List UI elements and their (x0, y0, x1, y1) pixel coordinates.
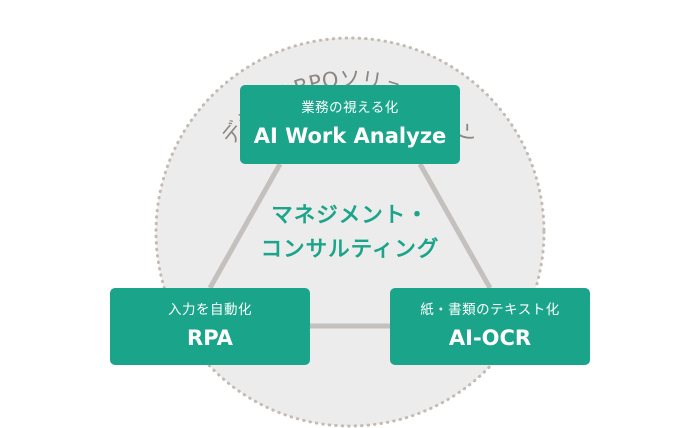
center-label-line-2: コンサルティング (260, 237, 440, 262)
connector-top-right (417, 162, 493, 290)
node-top-subtitle: 業務の視える化 (301, 100, 399, 117)
node-left-title: RPA (187, 325, 233, 350)
node-top-title: AI Work Analyze (253, 123, 447, 148)
node-ai-work-analyze: 業務の視える化 AI Work Analyze (240, 85, 460, 164)
connector-top-left (207, 162, 283, 290)
node-ai-ocr: 紙・書類のテキスト化 AI-OCR (390, 288, 590, 365)
node-right-subtitle: 紙・書類のテキスト化 (420, 302, 560, 319)
node-right-title: AI-OCR (448, 325, 532, 350)
node-rpa: 入力を自動化 RPA (110, 288, 310, 365)
node-left-subtitle: 入力を自動化 (168, 302, 252, 319)
center-label-line-1: マネジメント・ (271, 203, 429, 228)
